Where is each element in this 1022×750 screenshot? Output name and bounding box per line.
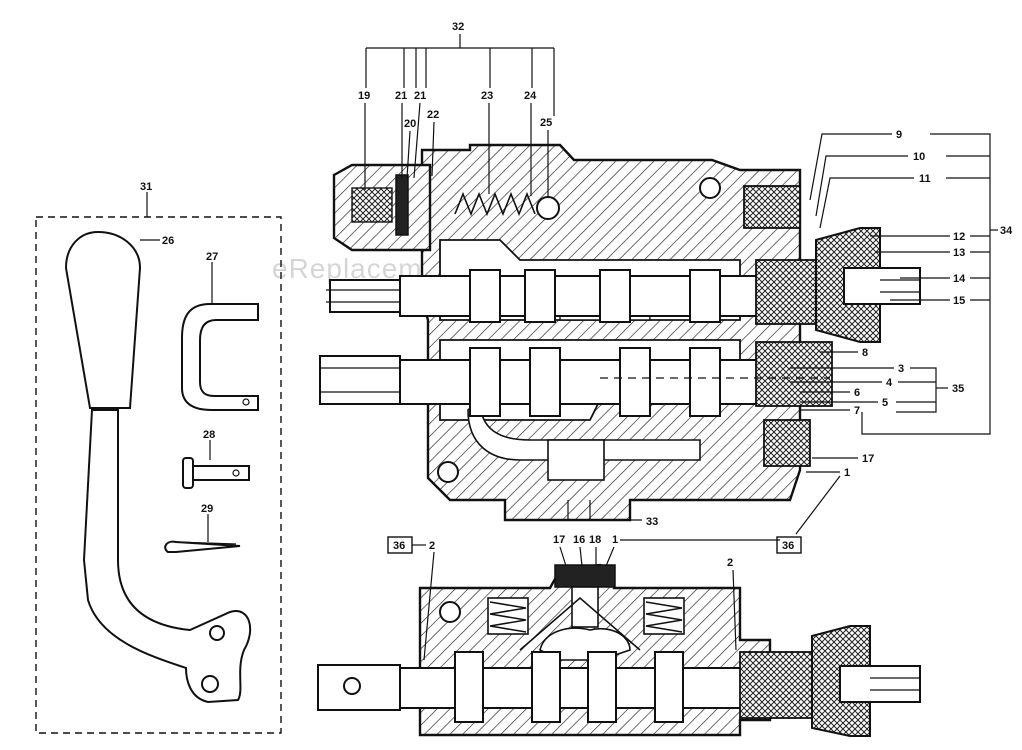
- callout-33: 33: [646, 516, 658, 528]
- callout-21-left: 21: [395, 90, 407, 102]
- callout-36-left: 36: [393, 540, 405, 552]
- callout-15: 15: [953, 295, 965, 307]
- callout-28: 28: [203, 429, 215, 441]
- clevis-pin-part: 28: [182, 429, 250, 489]
- callout-17-top: 17: [862, 453, 874, 465]
- callout-4: 4: [886, 377, 893, 389]
- lever-kit-group: 31 26 27 28: [35, 181, 282, 734]
- callout-18: 18: [589, 534, 601, 546]
- valve-section-top: 32 19 21 21 20 22 23 24 25: [319, 21, 1013, 554]
- callout-13: 13: [953, 247, 965, 259]
- callout-1-top: 1: [844, 467, 850, 479]
- spool-upper: [326, 227, 921, 343]
- callout-17-bottom: 17: [553, 534, 565, 546]
- callout-2-left: 2: [429, 540, 435, 552]
- callout-23: 23: [481, 90, 493, 102]
- lever-handle-part: 26: [64, 230, 252, 704]
- callout-29: 29: [201, 503, 213, 515]
- callout-7: 7: [854, 405, 860, 417]
- spool-lower: [319, 341, 833, 417]
- callouts-top: 32 19 21 21 20 22 23 24 25: [358, 21, 1013, 554]
- callout-24: 24: [524, 90, 537, 102]
- callout-12: 12: [953, 231, 965, 243]
- callout-14: 14: [953, 273, 966, 285]
- callout-3: 3: [898, 363, 904, 375]
- callout-2-right: 2: [727, 557, 733, 569]
- kit-dashed-border: [35, 216, 282, 734]
- callout-34: 34: [1000, 225, 1013, 237]
- callout-10: 10: [913, 151, 925, 163]
- callout-31: 31: [140, 181, 152, 193]
- callout-32: 32: [452, 21, 464, 33]
- callout-5: 5: [882, 397, 888, 409]
- callout-35: 35: [952, 383, 964, 395]
- valve-section-bottom: 36 2 17 16 18 1 2: [317, 534, 921, 737]
- callout-21-right: 21: [414, 90, 426, 102]
- callout-26-knob: 26: [162, 235, 174, 247]
- callout-20: 20: [404, 118, 416, 130]
- callout-22: 22: [427, 109, 439, 121]
- callout-19: 19: [358, 90, 370, 102]
- callout-6: 6: [854, 387, 860, 399]
- clevis-part: 27: [181, 251, 259, 411]
- callout-8: 8: [862, 347, 868, 359]
- callout-25: 25: [540, 117, 552, 129]
- callout-36-right: 36: [782, 540, 794, 552]
- callout-1-bottom: 1: [612, 534, 618, 546]
- callout-11: 11: [919, 173, 931, 185]
- callout-16: 16: [573, 534, 585, 546]
- cotter-pin-part: 29: [164, 503, 241, 553]
- valve-body-top: [420, 143, 802, 522]
- callout-9: 9: [896, 129, 902, 141]
- callout-27: 27: [206, 251, 218, 263]
